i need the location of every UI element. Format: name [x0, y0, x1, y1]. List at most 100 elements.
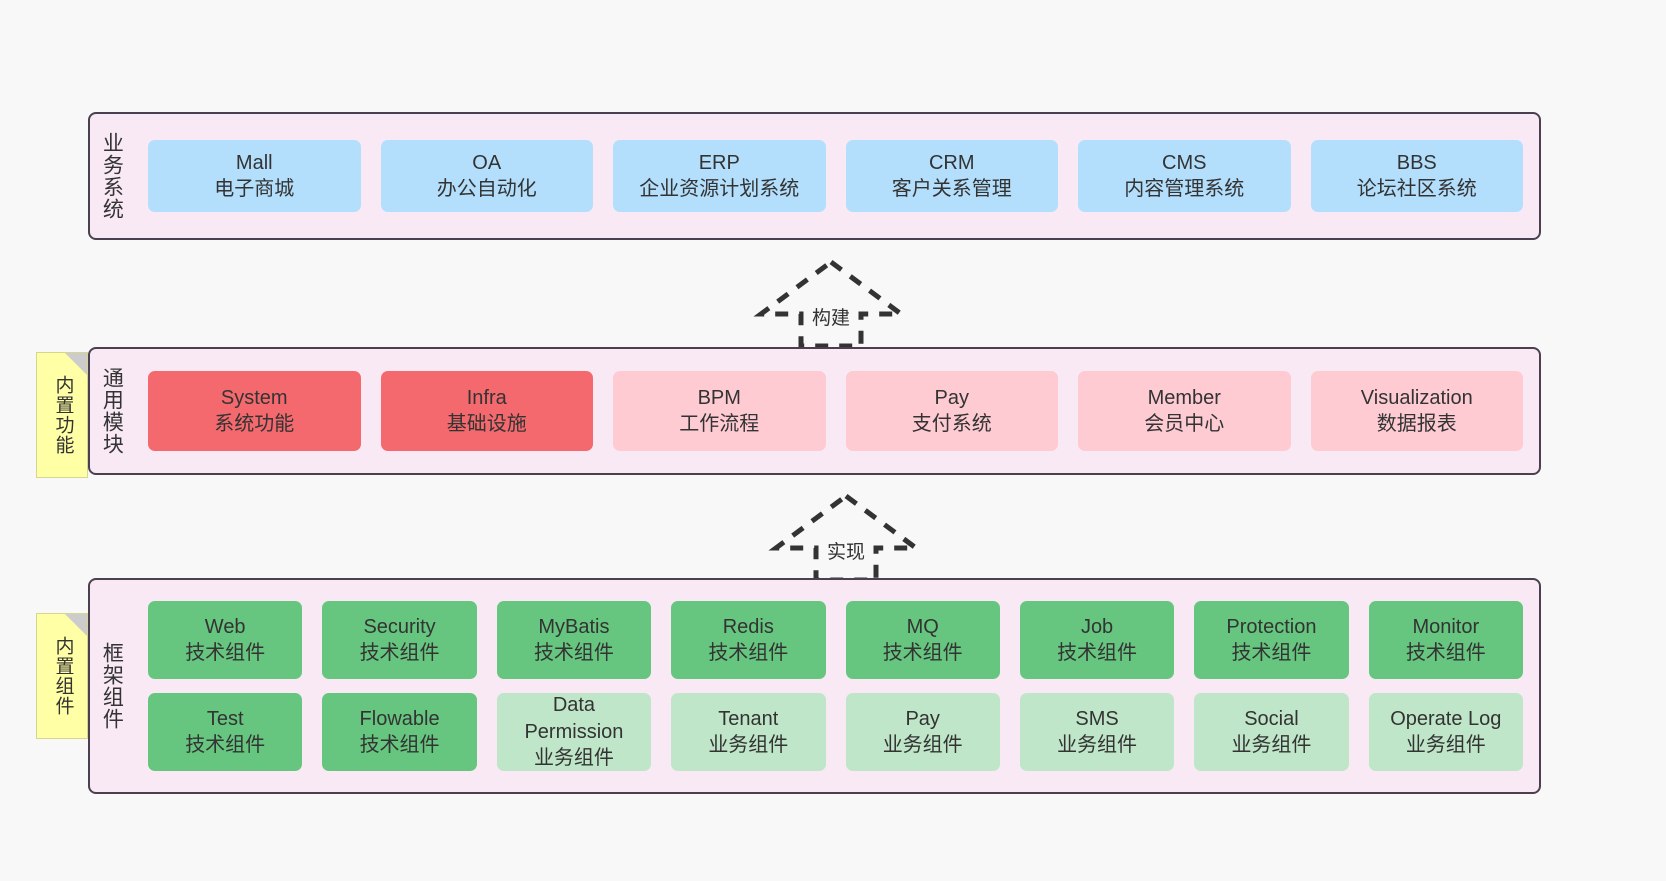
card-cms[interactable]: CMS 内容管理系统 — [1078, 140, 1291, 212]
card-member-en: Member — [1147, 386, 1221, 409]
card-pay-module-en: Pay — [934, 386, 969, 409]
card-mq-en: MQ — [906, 615, 939, 638]
arrow-realize-label: 实现 — [823, 537, 869, 564]
card-oa-en: OA — [472, 151, 502, 174]
card-crm-cn: 客户关系管理 — [891, 178, 1012, 200]
layer-framework-components-title: 框架组件 — [100, 642, 124, 730]
card-visualization[interactable]: Visualization 数据报表 — [1310, 371, 1523, 451]
card-monitor-cn: 技术组件 — [1405, 642, 1486, 664]
card-bpm[interactable]: BPM 工作流程 — [613, 371, 826, 451]
card-pay-component-cn: 业务组件 — [882, 734, 963, 756]
card-infra[interactable]: Infra 基础设施 — [380, 371, 593, 451]
note-builtin-function: 内置功能 — [36, 352, 88, 478]
card-data-permission-cn: 业务组件 — [533, 747, 614, 770]
card-social-en: Social — [1244, 707, 1299, 730]
card-member-cn: 会员中心 — [1144, 413, 1225, 435]
card-system-en: System — [220, 386, 288, 409]
card-mybatis-cn: 技术组件 — [533, 642, 614, 664]
arrow-build-label: 构建 — [808, 303, 854, 330]
note-builtin-function-label: 内置功能 — [52, 375, 74, 455]
framework-components-row-business: Test 技术组件 Flowable 技术组件 Data Permission … — [148, 693, 1523, 771]
card-security[interactable]: Security 技术组件 — [322, 601, 477, 679]
card-security-en: Security — [363, 615, 436, 638]
card-social-cn: 业务组件 — [1231, 734, 1312, 756]
card-cms-en: CMS — [1162, 151, 1207, 174]
card-cms-cn: 内容管理系统 — [1124, 178, 1245, 200]
card-sms[interactable]: SMS 业务组件 — [1019, 693, 1175, 771]
card-test-cn: 技术组件 — [185, 734, 266, 756]
card-crm-en: CRM — [928, 151, 975, 174]
card-crm[interactable]: CRM 客户关系管理 — [845, 140, 1058, 212]
card-redis-cn: 技术组件 — [708, 642, 789, 664]
card-mq[interactable]: MQ 技术组件 — [845, 601, 1000, 679]
card-bbs-cn: 论坛社区系统 — [1356, 178, 1477, 200]
card-redis-en: Redis — [722, 615, 774, 638]
card-job-cn: 技术组件 — [1057, 642, 1138, 664]
card-test-en: Test — [206, 707, 244, 730]
arrow-realize: 实现 — [768, 492, 924, 583]
card-sms-cn: 业务组件 — [1057, 734, 1138, 756]
common-modules-row: System 系统功能 Infra 基础设施 BPM 工作流程 Pay 支付系统… — [148, 371, 1523, 451]
card-erp-en: ERP — [698, 151, 740, 174]
card-redis[interactable]: Redis 技术组件 — [671, 601, 826, 679]
card-tenant-en: Tenant — [718, 707, 779, 730]
card-infra-cn: 基础设施 — [446, 413, 527, 435]
card-mall-en: Mall — [235, 151, 273, 174]
card-data-permission-en: Data Permission — [524, 694, 624, 743]
card-test[interactable]: Test 技术组件 — [148, 693, 303, 771]
layer-business-systems-title: 业务系统 — [100, 132, 124, 220]
layer-business-systems-body: Mall 电子商城 OA 办公自动化 ERP 企业资源计划系统 CRM 客户关系… — [132, 114, 1539, 238]
card-pay-module-cn: 支付系统 — [911, 413, 992, 435]
note-builtin-component: 内置组件 — [36, 613, 88, 739]
card-mall[interactable]: Mall 电子商城 — [148, 140, 361, 212]
card-erp-cn: 企业资源计划系统 — [639, 178, 800, 200]
card-sms-en: SMS — [1075, 707, 1119, 730]
card-oa[interactable]: OA 办公自动化 — [380, 140, 593, 212]
card-tenant[interactable]: Tenant 业务组件 — [671, 693, 826, 771]
layer-common-modules-title: 通用模块 — [100, 367, 124, 455]
layer-business-systems: 业务系统 Mall 电子商城 OA 办公自动化 ERP 企业资源计划系统 CRM… — [88, 112, 1541, 240]
card-pay-module[interactable]: Pay 支付系统 — [845, 371, 1058, 451]
card-protection[interactable]: Protection 技术组件 — [1194, 601, 1349, 679]
card-web-cn: 技术组件 — [185, 642, 266, 664]
layer-framework-components-body: Web 技术组件 Security 技术组件 MyBatis 技术组件 Redi… — [132, 580, 1539, 792]
business-systems-row: Mall 电子商城 OA 办公自动化 ERP 企业资源计划系统 CRM 客户关系… — [148, 140, 1523, 212]
card-security-cn: 技术组件 — [359, 642, 440, 664]
card-monitor-en: Monitor — [1412, 615, 1480, 638]
card-member[interactable]: Member 会员中心 — [1078, 371, 1291, 451]
card-operate-log-en: Operate Log — [1390, 707, 1502, 730]
framework-components-row-tech: Web 技术组件 Security 技术组件 MyBatis 技术组件 Redi… — [148, 601, 1523, 679]
card-bbs-en: BBS — [1396, 151, 1437, 174]
layer-framework-components: 框架组件 Web 技术组件 Security 技术组件 MyBatis 技术组件… — [88, 578, 1541, 794]
card-flowable-en: Flowable — [359, 707, 440, 730]
card-infra-en: Infra — [466, 386, 507, 409]
card-erp[interactable]: ERP 企业资源计划系统 — [613, 140, 826, 212]
card-visualization-en: Visualization — [1360, 386, 1473, 409]
card-operate-log-cn: 业务组件 — [1405, 734, 1486, 756]
layer-common-modules: 通用模块 System 系统功能 Infra 基础设施 BPM 工作流程 Pay… — [88, 347, 1541, 475]
card-data-permission[interactable]: Data Permission 业务组件 — [496, 693, 652, 771]
card-bpm-cn: 工作流程 — [679, 413, 760, 435]
card-system[interactable]: System 系统功能 — [148, 371, 361, 451]
card-oa-cn: 办公自动化 — [436, 178, 537, 200]
note-fold-icon — [65, 353, 87, 375]
card-operate-log[interactable]: Operate Log 业务组件 — [1368, 693, 1523, 771]
card-system-cn: 系统功能 — [214, 413, 295, 435]
note-builtin-component-label: 内置组件 — [52, 636, 74, 716]
card-visualization-cn: 数据报表 — [1376, 413, 1457, 435]
card-web[interactable]: Web 技术组件 — [148, 601, 303, 679]
card-job[interactable]: Job 技术组件 — [1019, 601, 1175, 679]
card-protection-cn: 技术组件 — [1231, 642, 1312, 664]
card-social[interactable]: Social 业务组件 — [1194, 693, 1349, 771]
note-fold-icon — [65, 614, 87, 636]
card-mybatis[interactable]: MyBatis 技术组件 — [496, 601, 652, 679]
card-tenant-cn: 业务组件 — [708, 734, 789, 756]
card-monitor[interactable]: Monitor 技术组件 — [1368, 601, 1523, 679]
card-bbs[interactable]: BBS 论坛社区系统 — [1310, 140, 1523, 212]
card-pay-component[interactable]: Pay 业务组件 — [845, 693, 1000, 771]
card-flowable[interactable]: Flowable 技术组件 — [322, 693, 477, 771]
card-mq-cn: 技术组件 — [882, 642, 963, 664]
arrow-build: 构建 — [753, 258, 909, 349]
layer-common-modules-body: System 系统功能 Infra 基础设施 BPM 工作流程 Pay 支付系统… — [132, 349, 1539, 473]
card-protection-en: Protection — [1226, 615, 1317, 638]
